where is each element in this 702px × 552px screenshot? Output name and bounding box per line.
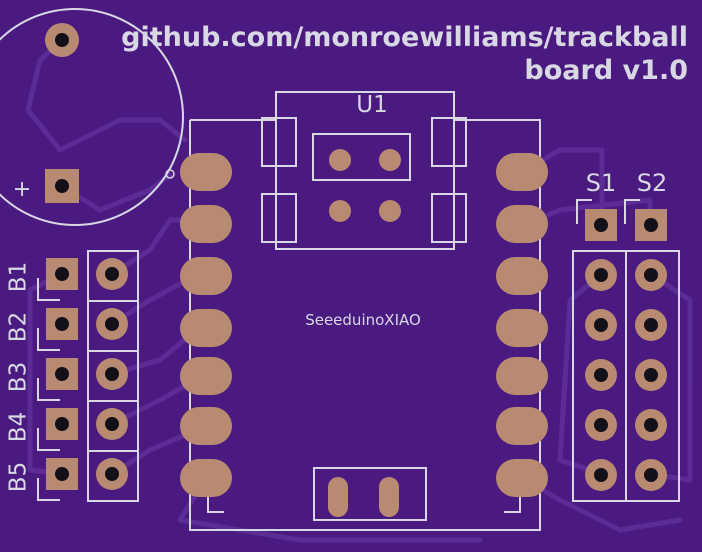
battery-holder: + bbox=[0, 8, 184, 226]
switch-label-s2: S2 bbox=[637, 169, 668, 197]
battery-pad-plus bbox=[45, 169, 79, 203]
button-label-b3: B3 bbox=[6, 362, 32, 392]
battery-polarity-label: + bbox=[10, 180, 35, 198]
bottom-pad-outline bbox=[313, 467, 427, 521]
button-row-b5: B5 bbox=[6, 458, 128, 492]
usb-pads bbox=[329, 149, 401, 222]
button-row-b2: B2 bbox=[6, 308, 128, 342]
module-pads-right bbox=[496, 153, 548, 497]
button-row-b3: B3 bbox=[6, 358, 128, 392]
switch-pin1-pads bbox=[585, 209, 667, 241]
button-row-b1: B1 bbox=[6, 258, 128, 292]
module-name-label: SeeeduinoXIAO bbox=[305, 311, 421, 329]
usb-connector-outline bbox=[275, 91, 455, 250]
button-label-b1: B1 bbox=[6, 262, 32, 292]
board-version-title: board v1.0 bbox=[524, 55, 688, 86]
battery-pad-top bbox=[45, 23, 79, 57]
bottom-pad-left bbox=[328, 477, 348, 517]
button-label-b2: B2 bbox=[6, 312, 32, 342]
button-row-b4: B4 bbox=[6, 408, 128, 442]
bottom-pad-right bbox=[379, 477, 399, 517]
module-pads-left bbox=[180, 153, 232, 497]
switch-label-s1: S1 bbox=[586, 169, 617, 197]
button-label-b5: B5 bbox=[6, 462, 32, 492]
xiao-module: U1 SeeeduinoXIAO bbox=[180, 91, 548, 531]
button-label-b4: B4 bbox=[6, 412, 32, 442]
button-headers: B1 B2 B3 B4 B5 bbox=[6, 250, 139, 502]
module-ref-label: U1 bbox=[356, 92, 387, 118]
switch-header-pads bbox=[585, 259, 667, 491]
switch-headers: S1 S2 bbox=[572, 169, 680, 502]
repo-url-title: github.com/monroewilliams/trackball bbox=[121, 22, 688, 53]
